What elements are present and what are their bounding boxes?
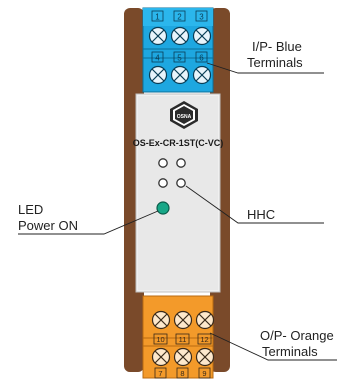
terminal-number: 10: [156, 335, 164, 344]
terminal-number: 8: [180, 369, 184, 378]
terminal-number: 12: [200, 335, 208, 344]
bottom-upper-numbers: 10 11 12: [153, 333, 212, 345]
terminal-number: 9: [202, 369, 206, 378]
output-callout-line: [209, 332, 337, 361]
osna-logo: OSNA: [170, 101, 198, 129]
bottom-lower-numbers: 7 8 9: [154, 367, 211, 379]
hhc-label: HHC: [247, 207, 275, 222]
screw-row-2: [148, 65, 212, 85]
led-label-line2: Power ON: [18, 218, 78, 233]
hhc-callout-line: [185, 185, 324, 224]
screw-row-3: [151, 310, 215, 330]
power-led: [156, 201, 170, 215]
second-row-numbers: 4 5 6: [151, 51, 208, 63]
terminal-number: 1: [155, 13, 160, 22]
output-label-line1: O/P- Orange: [260, 328, 334, 343]
terminal-number: 7: [158, 369, 162, 378]
terminal-number: 2: [177, 13, 182, 22]
terminal-number: 11: [179, 335, 187, 344]
terminal-number: 5: [177, 54, 182, 63]
led-label-line1: LED: [18, 202, 43, 217]
terminal-number: 3: [199, 13, 204, 22]
model-label: OS-Ex-CR-1ST(C-VC): [133, 138, 224, 148]
screw-row-4: [151, 347, 215, 367]
input-label-line2: Terminals: [247, 55, 303, 70]
terminal-number: 4: [155, 54, 160, 63]
output-label-line2: Terminals: [262, 344, 318, 359]
callout-lines: [18, 62, 337, 361]
input-callout-line: [206, 62, 324, 74]
led-callout-line: [18, 210, 159, 235]
screw-row-1: [148, 26, 212, 46]
top-row-numbers: 1 2 3: [151, 10, 208, 22]
terminal-number: 6: [199, 54, 204, 63]
hhc-sockets: [158, 158, 186, 188]
logo-text: OSNA: [177, 114, 192, 120]
input-label-line1: I/P- Blue: [252, 39, 302, 54]
